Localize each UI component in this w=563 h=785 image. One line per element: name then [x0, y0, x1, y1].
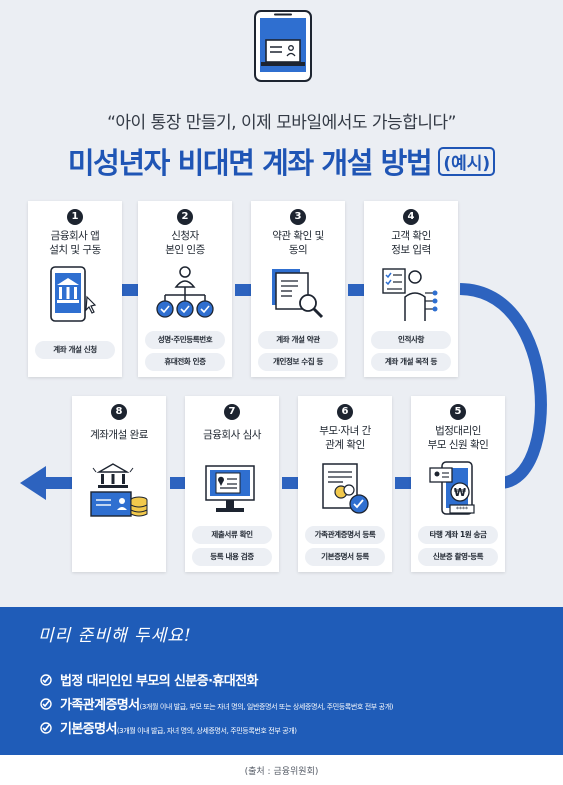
- step-tag: 개인정보 수집 등: [258, 353, 338, 371]
- prepare-item-3: 기본증명서(3개월 이내 발급, 자녀 명의, 상세증명서, 주민등록번호 전부…: [40, 718, 297, 737]
- prepare-item-2: 가족관계증명서(3개월 이내 발급, 부모 또는 자녀 명의, 일반증명서 또는…: [40, 694, 393, 713]
- step-tag: 인적사항: [371, 331, 451, 349]
- step-title: 약관 확인 및 동의: [272, 230, 324, 256]
- step-tag: 계좌 개설 신청: [35, 341, 115, 359]
- family-document-icon: [322, 463, 369, 514]
- step-tag: 신분증 촬영·등록: [418, 548, 498, 566]
- step-card-1: 1 금융회사 앱 설치 및 구동 계좌 개설 신청: [28, 201, 122, 377]
- step-title: 계좌개설 완료: [90, 429, 148, 441]
- step-tag: 기본증명서 등록: [305, 548, 385, 566]
- step-card-3: 3 약관 확인 및 동의 계좌 개설 약관 개인정보 수집 등: [251, 201, 345, 377]
- phone-bank-icon: [50, 266, 97, 322]
- prepare-item-detail: (3개월 이내 발급, 자녀 명의, 상세증명서, 주민등록번호 전부 공개): [116, 727, 297, 735]
- step-number: 5: [450, 404, 466, 420]
- step-card-7: 7 금융회사 심사 제출서류 확인 등록 내용 검증: [185, 396, 279, 572]
- prepare-heading: 미리 준비해 두세요!: [38, 626, 192, 646]
- step-number: 6: [337, 404, 353, 420]
- prepare-section: 미리 준비해 두세요! 법정 대리인인 부모의 신분증·휴대전화 가족관계증명서…: [0, 607, 563, 755]
- step-title: 신청자 본인 인증: [165, 230, 205, 256]
- title-example-badge: (예시): [438, 147, 496, 176]
- prepare-item-title: 법정 대리인인 부모의 신분증·휴대전화: [60, 674, 258, 689]
- step-tag: 등록 내용 검증: [192, 548, 272, 566]
- step-tag: 타행 계좌 1원 송금: [418, 526, 498, 544]
- step-number: 1: [67, 209, 83, 225]
- process-connectors: [20, 283, 547, 500]
- step-tag: 계좌 개설 목적 등: [371, 353, 451, 371]
- step-tag: 계좌 개설 약관: [258, 331, 338, 349]
- prepare-item-title: 가족관계증명서: [60, 698, 140, 713]
- prepare-item-detail: (3개월 이내 발급, 부모 또는 자녀 명의, 일반증명서 또는 상세증명서,…: [139, 703, 394, 711]
- step-tag: 제출서류 확인: [192, 526, 272, 544]
- person-checklist-icon: [382, 268, 438, 321]
- document-search-icon: [272, 269, 324, 319]
- check-circle-icon: [40, 722, 52, 734]
- step-tag: 가족관계증명서 등록: [305, 526, 385, 544]
- bank-complete-icon: [90, 463, 148, 517]
- step-card-2: 2 신청자 본인 인증 성명·주민등록번호 휴대전화 인증: [138, 201, 232, 377]
- step-card-6: 6 부모·자녀 간 관계 확인 가족관계증명서 등록 기본증명서 등록: [298, 396, 392, 572]
- step-tag: 휴대전화 인증: [145, 353, 225, 371]
- check-circle-icon: [40, 674, 52, 686]
- source-note: (출처 : 금융위원회): [244, 767, 319, 777]
- step-title: 부모·자녀 간 관계 확인: [319, 425, 371, 451]
- step-card-8: 8 계좌개설 완료: [72, 396, 166, 572]
- step-tag: 성명·주민등록번호: [145, 331, 225, 349]
- step-number: 3: [290, 209, 306, 225]
- check-circle-icon: [40, 698, 52, 710]
- id-card-phone-icon: ₩ ****: [429, 461, 475, 515]
- org-verify-icon: [156, 266, 214, 318]
- step-number: 7: [224, 404, 240, 420]
- step-card-5: 5 법정대리인 부모 신원 확인 ₩ **** 타행 계좌 1원 송금 신분증 …: [411, 396, 505, 572]
- step-card-4: 4 고객 확인 정보 입력 인적사항 계좌 개설 목적 등: [364, 201, 458, 377]
- step-number: 2: [177, 209, 193, 225]
- laptop-phone-icon: [254, 10, 312, 82]
- step-title: 금융회사 심사: [203, 429, 261, 441]
- prepare-item-title: 기본증명서: [60, 722, 117, 737]
- step-title: 고객 확인 정보 입력: [391, 230, 431, 256]
- step-number: 4: [403, 209, 419, 225]
- step-title: 법정대리인 부모 신원 확인: [427, 425, 489, 451]
- step-title: 금융회사 앱 설치 및 구동: [49, 230, 101, 256]
- step-number: 8: [111, 404, 127, 420]
- svg-text:₩: ₩: [454, 486, 466, 499]
- monitor-review-icon: [205, 465, 255, 512]
- svg-text:****: ****: [456, 506, 468, 513]
- page-title: 미성년자 비대면 계좌 개설 방법 (예시): [0, 140, 563, 182]
- title-main: 미성년자 비대면 계좌 개설 방법: [67, 146, 433, 180]
- prepare-item-1: 법정 대리인인 부모의 신분증·휴대전화: [40, 670, 258, 689]
- headline-quote: “아이 통장 만들기, 이제 모바일에서도 가능합니다”: [107, 113, 456, 133]
